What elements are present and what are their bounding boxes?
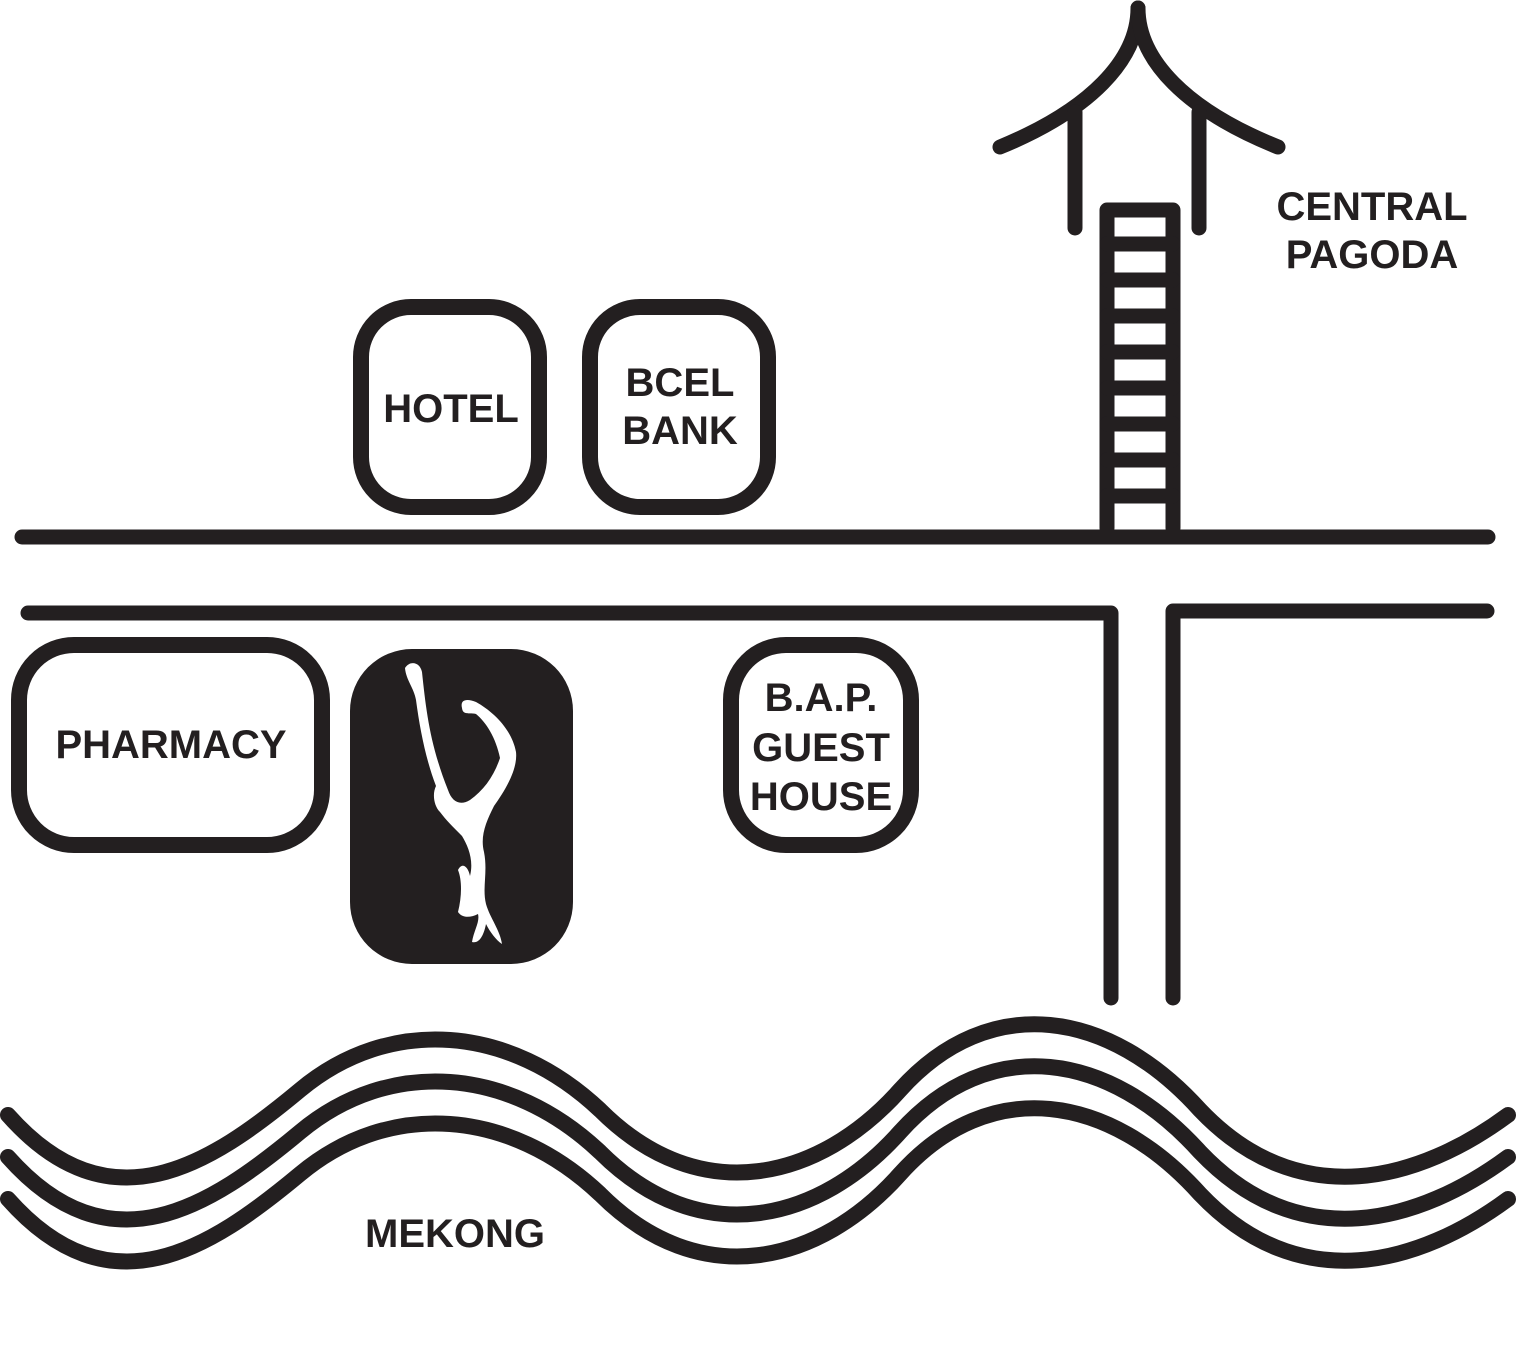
dancer-logo-icon: [350, 649, 573, 964]
pagoda-label: CENTRAL PAGODA: [1276, 185, 1467, 277]
main-road: [14, 529, 1496, 1006]
guesthouse-label-line1: B.A.P.: [765, 676, 878, 720]
mekong-river: MEKONG: [0, 1016, 1516, 1270]
pagoda-label-line1: CENTRAL: [1276, 185, 1467, 229]
hotel-label: HOTEL: [383, 387, 519, 431]
bank-label-line1: BCEL: [626, 361, 735, 405]
guesthouse-label-line2: GUEST: [752, 726, 890, 770]
pharmacy-label: PHARMACY: [55, 723, 286, 767]
bank-marker: BCEL BANK: [582, 299, 776, 515]
bank-label-line2: BANK: [622, 409, 738, 453]
mekong-label: MEKONG: [365, 1212, 545, 1256]
guesthouse-label-line3: HOUSE: [750, 775, 892, 819]
pagoda-icon: [992, 0, 1286, 536]
guesthouse-marker: B.A.P. GUEST HOUSE: [723, 637, 919, 853]
hotel-marker: HOTEL: [353, 299, 547, 515]
pagoda-label-line2: PAGODA: [1286, 233, 1459, 277]
pharmacy-marker: PHARMACY: [11, 637, 330, 853]
